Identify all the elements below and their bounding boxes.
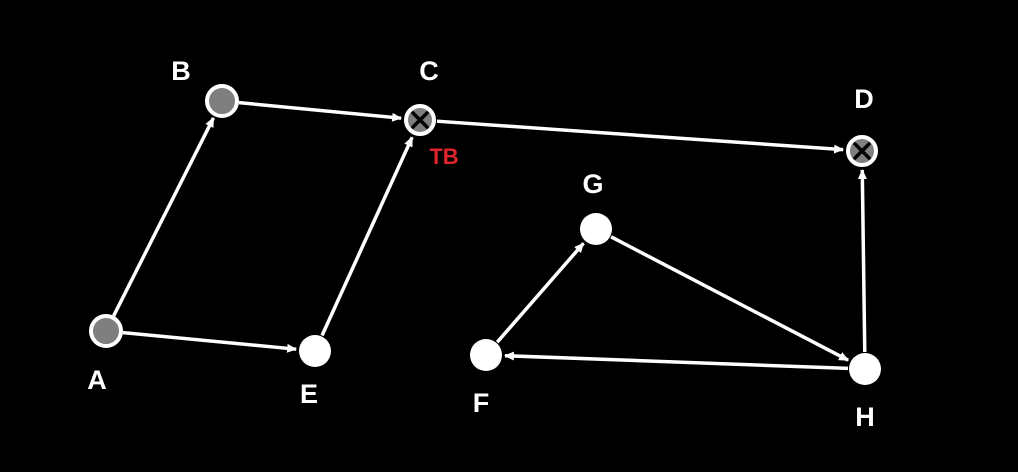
edge-a-to-b xyxy=(112,117,216,317)
node-h xyxy=(849,353,881,385)
node-f xyxy=(470,339,502,371)
node-e xyxy=(299,335,331,367)
node-c-label: C xyxy=(419,56,439,86)
node-f-circle xyxy=(470,339,502,371)
node-c xyxy=(404,104,436,136)
nodes-layer xyxy=(89,84,881,385)
node-a-circle xyxy=(89,314,123,348)
node-d xyxy=(846,135,878,167)
cross-mark-icon xyxy=(411,111,429,129)
node-b xyxy=(205,84,239,118)
node-h-label: H xyxy=(855,402,875,432)
node-g-circle xyxy=(580,213,612,245)
node-b-circle xyxy=(205,84,239,118)
node-h-circle xyxy=(849,353,881,385)
node-e-label: E xyxy=(300,379,318,409)
node-d-label: D xyxy=(854,84,874,114)
node-a-label: A xyxy=(87,365,107,395)
node-e-circle xyxy=(299,335,331,367)
edge-a-to-e xyxy=(122,330,298,353)
edge-c-to-d xyxy=(436,119,845,154)
edge-b-to-c xyxy=(238,100,403,122)
edge-g-to-h xyxy=(610,235,850,362)
node-g xyxy=(580,213,612,245)
node-b-label: B xyxy=(171,56,191,86)
cross-mark-icon xyxy=(853,142,871,160)
edge-h-to-f xyxy=(503,351,849,371)
node-c-tag: TB xyxy=(429,144,458,169)
edges-layer xyxy=(112,100,867,371)
edge-f-to-g xyxy=(495,242,585,344)
edge-e-to-c xyxy=(320,136,414,337)
edge-h-to-d xyxy=(857,168,867,353)
node-f-label: F xyxy=(473,388,490,418)
labels-layer: A B C TB D E F G H xyxy=(87,56,875,432)
node-a xyxy=(89,314,123,348)
node-g-label: G xyxy=(582,169,603,199)
